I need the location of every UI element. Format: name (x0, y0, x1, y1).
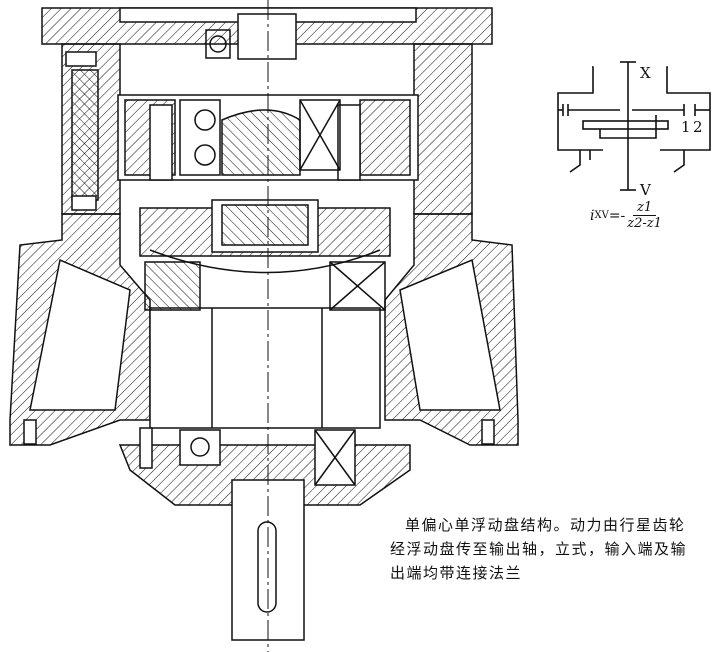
lower-housing (9, 213, 519, 446)
bottom-cover (118, 427, 411, 506)
output-label: V (639, 181, 652, 199)
caption-line-1: 单偏心单浮动盘结构。动力由行星齿轮 (405, 516, 686, 534)
formula-lhs-sub: XV (594, 210, 609, 221)
caption-line-2: 经浮动盘传至输出轴，立式，输入端及输 (390, 540, 688, 558)
output-carrier (144, 261, 386, 429)
formula-denominator: z2-z1 (627, 216, 662, 231)
upper-housing (61, 43, 473, 215)
formula-eq: =- (608, 207, 626, 224)
caption-line-3: 出端均带连接法兰 (390, 564, 523, 582)
formula-numerator: z1 (633, 200, 657, 216)
gear-label-2: 2 (693, 118, 703, 136)
kinematic-schematic (557, 61, 711, 191)
gear-label-1: 1 (681, 118, 691, 136)
input-label: X (640, 64, 651, 82)
floating-disk (139, 199, 391, 274)
figure-caption: 单偏心单浮动盘结构。动力由行星齿轮 经浮动盘传至输出轴，立式，输入端及输 出端均… (390, 513, 720, 585)
formula-lhs: i (590, 207, 595, 224)
